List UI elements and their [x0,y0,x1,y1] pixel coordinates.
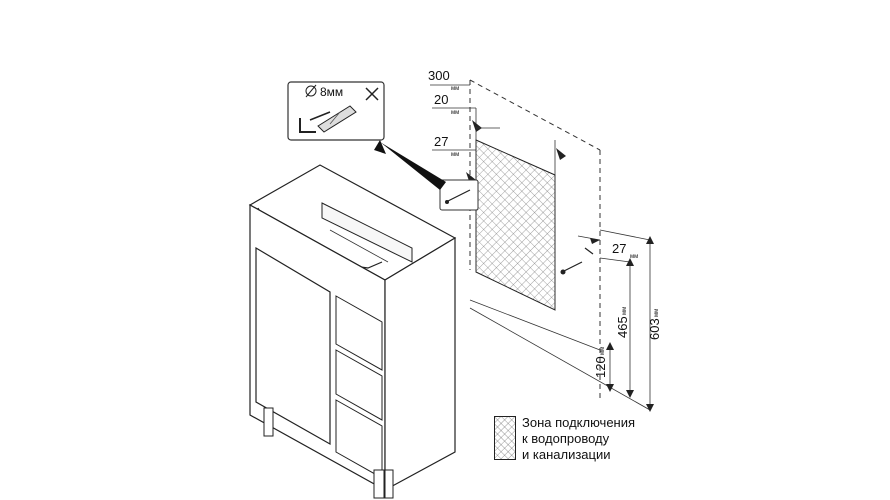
dim-465-unit: мм [622,307,628,315]
vanity-cabinet [248,164,457,499]
dim-120-unit: мм [600,347,606,355]
dim-300: 300 [428,68,450,83]
dim-465: 465 [615,316,630,338]
no-screw-icon [365,87,379,101]
detail-callout: 8мм [287,81,385,141]
dowel-icon [317,105,357,133]
dim-27-side: 27 [612,241,626,256]
dim-465-group: 465 мм [615,307,630,338]
legend-hatch-swatch [494,416,516,460]
legend-line-3: и канализации [522,447,611,462]
dim-120: 120 [593,356,608,378]
diameter-label: 8мм [320,85,343,99]
dim-603-group: 603 мм [647,309,662,340]
hook-icon [299,118,316,133]
dim-20-unit: мм [451,110,459,116]
connection-zone [475,139,556,311]
wall-outline [469,79,651,411]
dim-603-unit: мм [654,309,660,317]
dimension-right-group [577,229,654,412]
zoom-arrow-icon [380,142,446,190]
dim-27-top: 27 [434,134,448,149]
legend: Зона подключения к водопроводу и канализ… [522,415,635,463]
legend-line-1: Зона подключения [522,415,636,430]
wall-fastener-right [560,247,594,275]
fastener-callout [439,179,479,211]
dim-120-group: 120 мм [593,347,608,378]
diameter-icon [305,85,317,97]
dim-300-unit: мм [451,86,459,92]
legend-line-2: к водопроводу [522,431,610,446]
dim-603: 603 [647,318,662,340]
dim-27-top-unit: мм [451,152,459,158]
dim-27-side-unit: мм [630,254,638,260]
dim-20: 20 [434,92,448,107]
drill-bit-icon [309,111,331,121]
